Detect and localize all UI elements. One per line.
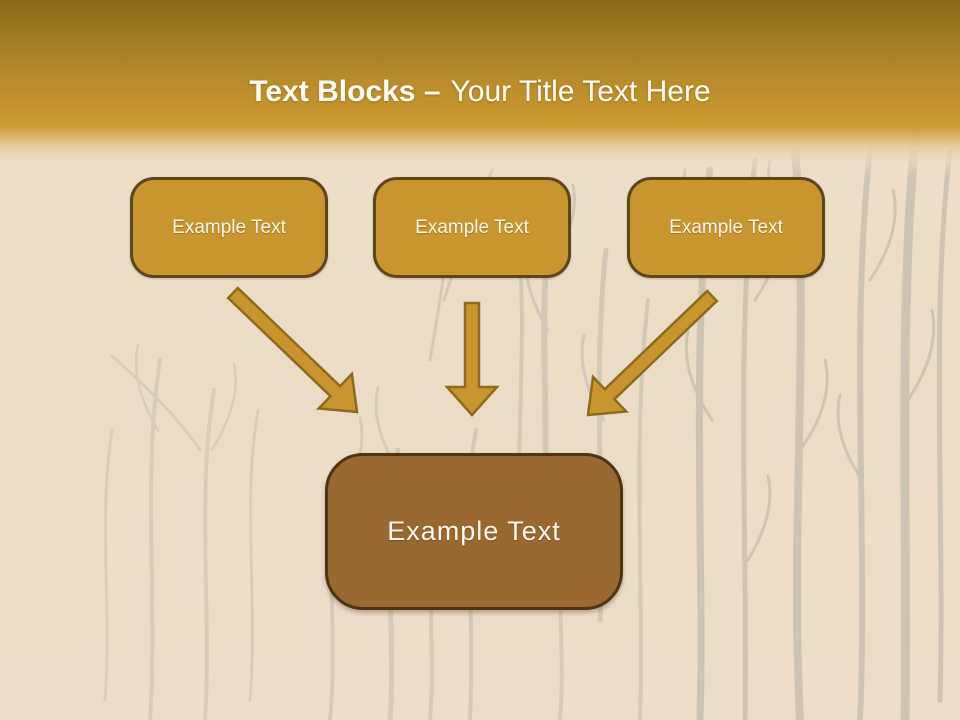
center-text-block: Example Text	[325, 453, 623, 610]
header-band: Text Blocks – Your Title Text Here	[0, 0, 960, 178]
text-block-2-label: Example Text	[415, 216, 529, 238]
text-block-1: Example Text	[130, 177, 328, 278]
text-block-3-label: Example Text	[669, 216, 783, 238]
text-block-2: Example Text	[373, 177, 571, 278]
title-regular-text: Your Title Text Here	[450, 75, 711, 109]
text-block-3: Example Text	[627, 177, 825, 278]
arrow-diagonal-down-left-icon	[586, 289, 719, 417]
arrow-diagonal-down-right-icon	[226, 286, 359, 414]
arrow-down-icon	[444, 301, 500, 417]
title-bold-text: Text Blocks –	[249, 75, 441, 109]
text-block-1-label: Example Text	[172, 216, 286, 238]
center-text-block-label: Example Text	[387, 516, 561, 546]
page-title: Text Blocks – Your Title Text Here	[0, 74, 960, 110]
